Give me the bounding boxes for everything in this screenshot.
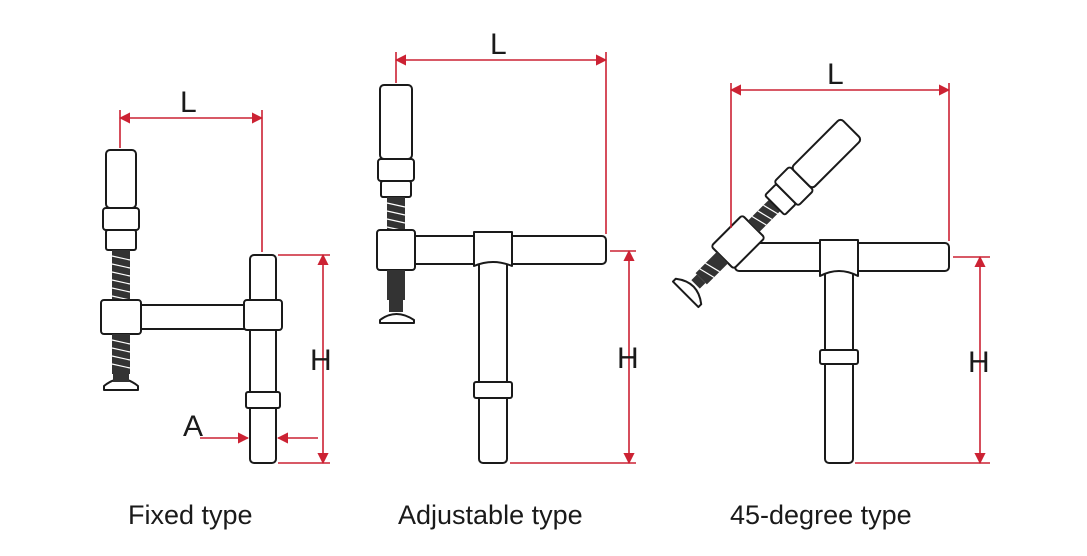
degree45-clamp-block — [711, 215, 765, 269]
fixed-post-collar — [245, 391, 281, 409]
caption-adjustable: Adjustable type — [398, 500, 583, 530]
degree45-post-collar — [819, 349, 859, 365]
adjustable-clamp-block — [376, 229, 416, 271]
adjustable-type-clamp: L H — [376, 28, 639, 465]
degree45-handle-grip — [791, 118, 862, 189]
fixed-handle-collar — [102, 207, 140, 231]
adjustable-post — [478, 259, 508, 464]
fixed-post — [249, 254, 277, 464]
adjustable-post-joint — [473, 231, 513, 267]
degree45-post-joint — [819, 239, 859, 277]
degree45-type-clamp: L H — [671, 58, 990, 465]
degree45-label-H: H — [968, 346, 990, 379]
adjustable-post-collar — [473, 381, 513, 399]
fixed-label-L: L — [180, 86, 197, 119]
fixed-bar — [134, 304, 251, 330]
caption-fixed: Fixed type — [128, 500, 253, 530]
adjustable-label-L: L — [490, 28, 507, 61]
degree45-label-L: L — [827, 58, 844, 91]
fixed-handle-grip — [105, 149, 137, 209]
degree45-foot-pad — [671, 277, 703, 309]
adjustable-handle-grip — [379, 84, 413, 160]
fixed-label-H: H — [310, 344, 332, 377]
adjustable-label-H: H — [617, 342, 639, 375]
fixed-type-clamp: L H A — [100, 86, 332, 465]
adjustable-foot-pad — [379, 313, 415, 324]
caption-degree45: 45-degree type — [730, 500, 912, 530]
fixed-label-A: A — [183, 410, 203, 443]
degree45-post — [824, 267, 854, 464]
fixed-post-joint — [243, 299, 283, 331]
adjustable-handle-collar — [377, 158, 415, 182]
fixed-clamp-block — [100, 299, 142, 335]
